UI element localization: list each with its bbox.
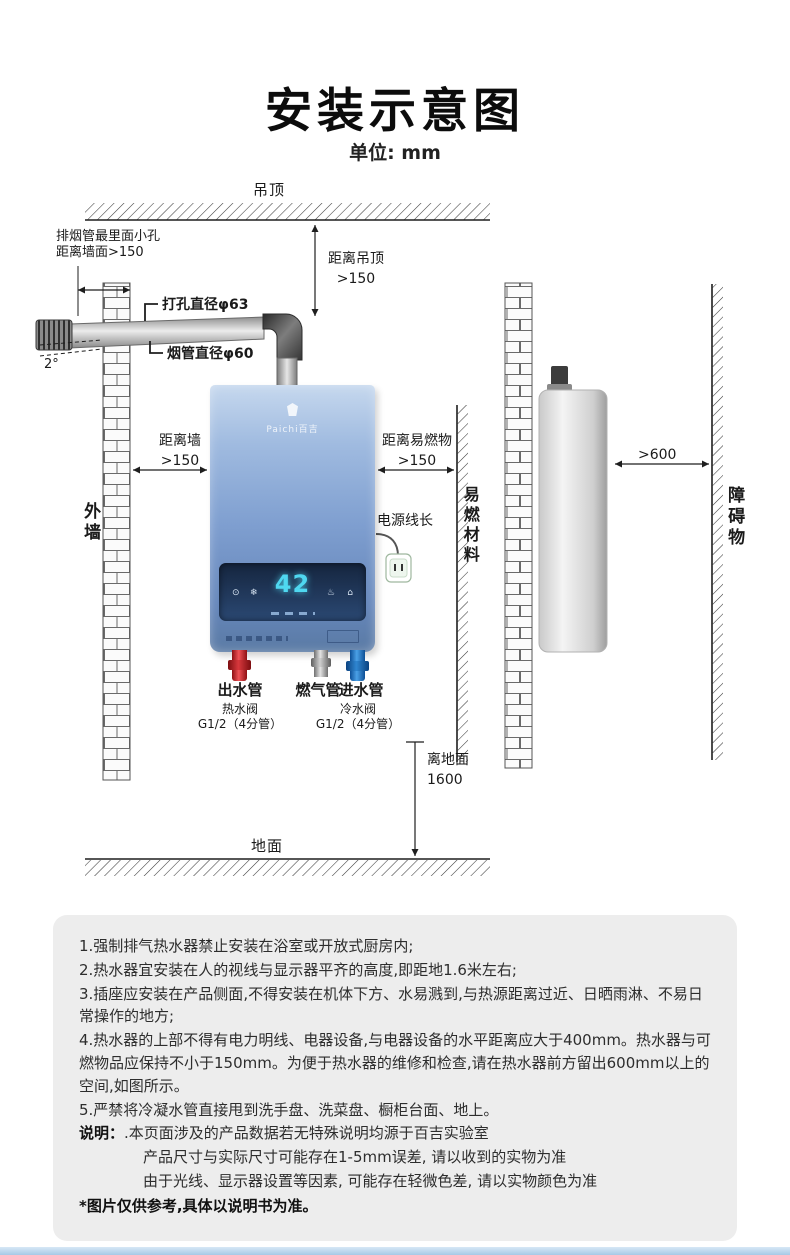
angle-label: 2° <box>44 357 59 372</box>
inlet-pipe-label: 进水管 <box>338 681 384 699</box>
power-cord-label: 电源线长 <box>377 513 433 529</box>
note-1: 1.强制排气热水器禁止安装在浴室或开放式厨房内; <box>79 937 414 955</box>
remark-line-3: 由于光线、显示器设置等因素, 可能存在轻微色差, 请以实物颜色为准 <box>143 1171 598 1190</box>
wall-distance: 距离墙 >150 <box>145 431 215 472</box>
inlet-spec-label: G1/2（4分管） <box>315 717 401 731</box>
power-icon: ⊙ <box>232 588 240 598</box>
remark-label: 说明： <box>79 1124 125 1143</box>
remark-line-2: 产品尺寸与实际尺寸可能存在1-5mm误差, 请以收到的实物为准 <box>143 1148 567 1167</box>
fan-icon: ❄ <box>250 588 258 598</box>
note-4: 4.热水器的上部不得有电力明线、电器设备,与电器设备的水平距离应大于400mm。… <box>79 1031 711 1095</box>
flammable-material-label: 易燃材料 <box>460 486 480 566</box>
middle-brick-wall <box>504 282 533 769</box>
ceiling-distance: 距离吊顶 >150 <box>320 249 392 290</box>
floor-distance: 离地面 1600 <box>427 750 469 791</box>
home-icon: ⌂ <box>347 588 353 598</box>
hot-valve-label: 热水阀 <box>221 702 258 716</box>
water-heater-front: Paichi百吉 ⊙ ❄ 42 ♨ ⌂ <box>210 385 375 652</box>
heater-rating-badge <box>327 630 359 643</box>
next-section-edge <box>0 1247 790 1255</box>
power-cord-and-plug <box>375 533 412 583</box>
heater-display: ⊙ ❄ 42 ♨ ⌂ <box>219 563 366 621</box>
outer-wall-label: 外墙 <box>80 502 101 544</box>
cold-water-valve <box>346 661 369 671</box>
hot-water-valve <box>228 660 251 670</box>
hole-diameter-label: 打孔直径φ63 <box>162 297 249 313</box>
cold-valve-label: 冷水阀 <box>339 702 376 716</box>
note-3: 3.插座应安装在产品侧面,不得安装在机体下方、水易溅到,与热源距离过近、日晒雨淋… <box>79 984 703 1026</box>
floor-distance-value: 1600 <box>427 772 463 789</box>
note-5: 5.严禁将冷凝水管直接甩到洗手盘、洗菜盘、橱柜台面、地上。 <box>79 1100 499 1119</box>
flue-diameter-label: 烟管直径φ60 <box>167 346 254 362</box>
exhaust-hole-note-line2: 距离墙面>150 <box>56 245 144 261</box>
temperature-readout: 42 <box>274 570 311 598</box>
dimension-lines <box>39 225 709 856</box>
obstacle-label: 障碍物 <box>724 486 745 549</box>
heater-side-view <box>538 366 608 653</box>
flammable-distance-label: 距离易燃物 <box>382 433 452 449</box>
ceiling-label: 吊顶 <box>253 181 286 199</box>
flammable-hatch-line <box>456 405 468 762</box>
heat-icon: ♨ <box>326 588 335 598</box>
ceiling-distance-label: 距离吊顶 <box>328 251 384 267</box>
gas-valve <box>311 658 331 667</box>
wall-distance-value: >150 <box>160 453 200 470</box>
exhaust-pipe <box>35 313 303 389</box>
heater-spec-fineprint <box>226 636 288 641</box>
ceiling-distance-value: >150 <box>336 271 376 288</box>
gas-pipe-label: 燃气管 <box>295 681 341 699</box>
note-2: 2.热水器宜安装在人的视线与显示器平齐的高度,即距地1.6米左右; <box>79 960 517 979</box>
exhaust-hole-note-line1: 排烟管最里面小孔 <box>56 229 161 244</box>
display-indicator-dots <box>270 612 315 615</box>
obstacle-hatch-line <box>711 284 723 760</box>
flammable-distance-value: >150 <box>397 453 437 470</box>
brand-crest-icon <box>287 403 298 416</box>
remark-row: 说明：.本页面涉及的产品数据若无特殊说明均源于百吉实验室 <box>79 1122 711 1145</box>
remark-line-1: .本页面涉及的产品数据若无特殊说明均源于百吉实验室 <box>124 1124 489 1143</box>
heater-brand: Paichi百吉 <box>210 401 375 435</box>
installation-notes-panel: 1.强制排气热水器禁止安装在浴室或开放式厨房内; 2.热水器宜安装在人的视线与显… <box>53 915 737 1241</box>
obstacle-distance-value: >600 <box>638 447 677 463</box>
ground-hatch <box>85 858 490 876</box>
wall-distance-label: 距离墙 <box>159 433 201 449</box>
ground-label: 地面 <box>251 837 284 855</box>
flammable-distance: 距离易燃物 >150 <box>375 431 459 472</box>
floor-distance-label: 离地面 <box>427 752 469 768</box>
outlet-spec-label: G1/2（4分管） <box>197 717 283 731</box>
disclaimer: *图片仅供参考,具体以说明书为准。 <box>79 1196 318 1215</box>
brand-text: Paichi百吉 <box>266 425 319 435</box>
page-title: 安装示意图 <box>265 84 525 139</box>
outlet-pipe-label: 出水管 <box>217 681 263 699</box>
left-brick-wall <box>102 282 131 781</box>
ceiling-hatch <box>85 203 490 221</box>
unit-label: 单位: mm <box>349 142 441 164</box>
exhaust-hole-note: 排烟管最里面小孔 距离墙面>150 <box>56 229 160 262</box>
